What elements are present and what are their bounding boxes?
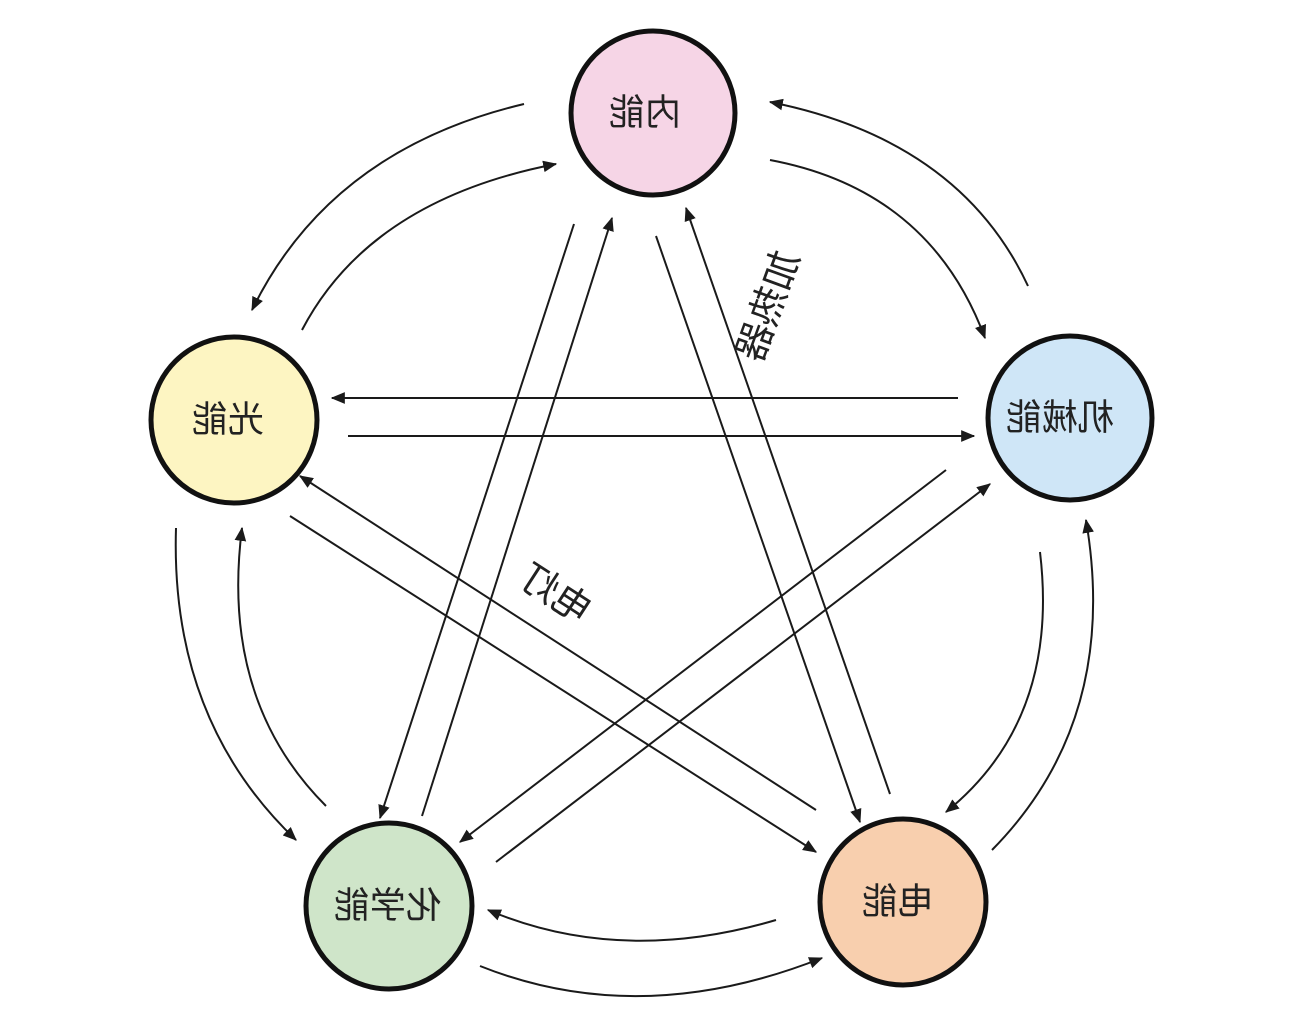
arrow-mechanical-to-internal: [768, 98, 1029, 287]
arrow-chemical-to-internal: [421, 216, 614, 817]
node-light-energy: 光能: [148, 334, 320, 506]
node-circle-mechanical: [985, 333, 1155, 503]
node-label-internal: 内能: [609, 93, 681, 134]
node-internal-energy: 内能: [568, 28, 738, 198]
node-circle-chemical: [303, 820, 475, 992]
arrow-mechanical-to-electric: [945, 551, 1044, 813]
arrow-light-to-internal: [301, 160, 558, 331]
arrow-internal-to-electric: [655, 235, 862, 824]
node-electric-energy: 电能: [817, 816, 989, 988]
arrow-electric-to-light: [299, 475, 817, 811]
arrow-chemical-to-electric: [479, 957, 824, 998]
node-label-mechanical: 机械能: [1006, 398, 1114, 439]
node-circle-light: [148, 334, 320, 506]
arrow-electric-to-mechanical: [991, 518, 1095, 851]
arrow-chemical-to-mechanical: [495, 483, 991, 863]
node-circle-electric: [817, 816, 989, 988]
node-label-electric: 电能: [862, 882, 934, 923]
arrow-light-to-electric: [289, 515, 817, 853]
node-label-light: 光能: [192, 400, 264, 441]
node-label-chemical: 化学能: [334, 886, 442, 927]
arrow-internal-to-light: [251, 103, 525, 312]
arrow-mechanical-to-chemical: [459, 469, 947, 843]
arrow-internal-to-chemical: [378, 223, 575, 820]
edge-label-heater: 加热器: [728, 245, 808, 367]
arrow-electric-to-chemical: [486, 909, 777, 942]
node-circle-internal: [568, 28, 738, 198]
arrow-light-to-chemical: [174, 527, 297, 841]
node-chemical-energy: 化学能: [303, 820, 475, 992]
arrow-internal-to-mechanical: [769, 159, 986, 340]
arrow-chemical-to-light: [234, 526, 327, 807]
arrow-electric-to-internal: [684, 206, 891, 795]
node-mechanical-energy: 机械能: [985, 333, 1155, 503]
